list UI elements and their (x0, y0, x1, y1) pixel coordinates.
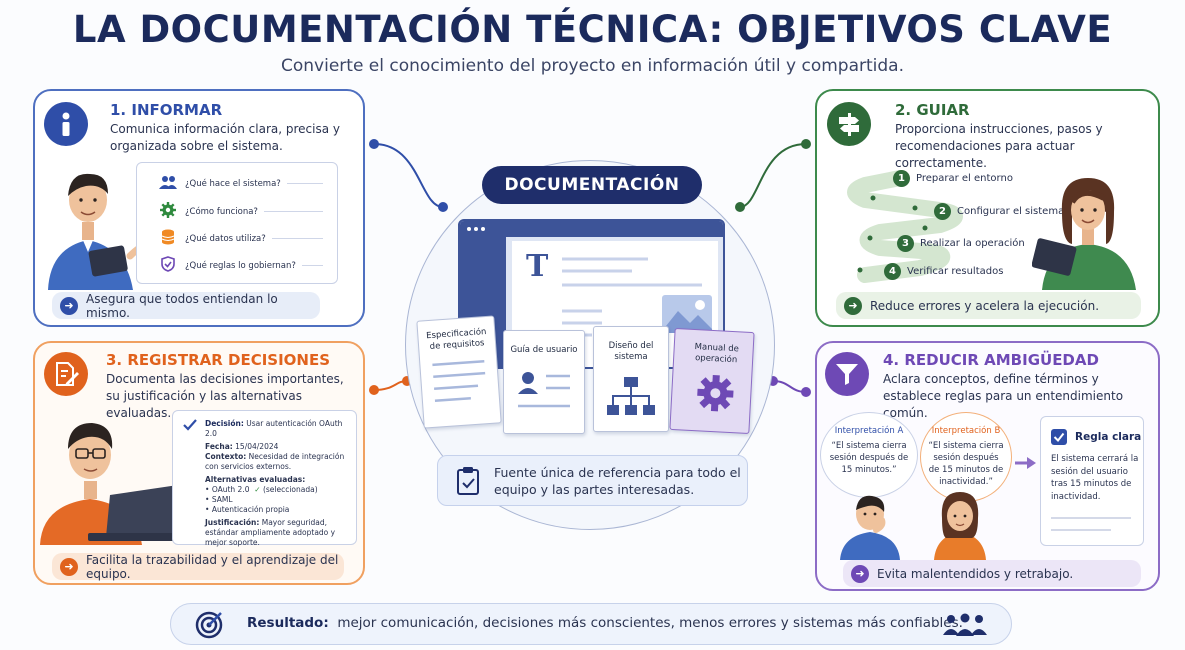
question-row: ¿Qué datos utiliza? (137, 229, 337, 248)
person-with-tablet-illustration (1032, 178, 1136, 290)
alternative-item: • Autenticación propia (205, 505, 290, 514)
person-at-laptop-illustration (40, 423, 188, 545)
interpretation-a-bubble: Interpretación A “El sistema cierra sesi… (820, 412, 918, 498)
alternative-item: • SAML (205, 495, 233, 504)
check-icon: ✓ (254, 485, 261, 494)
clear-rule-panel: Regla clara El sistema cerrará la sesión… (1040, 416, 1144, 546)
gear-icon (157, 202, 179, 221)
window-dots-icon (467, 227, 485, 231)
users-icon (157, 175, 179, 192)
decision-record: Decisión: Usar autenticación OAuth 2.0 F… (172, 410, 357, 547)
shield-icon (157, 256, 179, 275)
gear-icon (697, 375, 734, 412)
arrow-right-icon: ➜ (844, 296, 862, 315)
questions-panel: ¿Qué hace el sistema? ¿Cómo funciona? ¿Q… (136, 162, 338, 284)
user-icon (518, 372, 570, 408)
page-subtitle: Convierte el conocimiento del proyecto e… (281, 56, 904, 76)
reference-note: Fuente única de referencia para todo el … (437, 455, 748, 506)
image-icon (662, 295, 712, 333)
interpretation-b-bubble: Interpretación B “El sistema cierra sesi… (920, 412, 1012, 502)
document-guia-usuario: Guía de usuario (503, 330, 585, 434)
document-edit-icon (44, 352, 88, 396)
result-banner: Resultado: mejor comunicación, decisione… (170, 603, 1012, 645)
hierarchy-icon (607, 377, 655, 415)
registrar-description: Documenta las decisiones importantes, su… (106, 372, 344, 420)
checkbox-icon (1051, 429, 1067, 445)
check-icon (183, 419, 197, 431)
clipboard-check-icon (457, 467, 479, 495)
informar-footer: ➜ Asegura que todos entiendan lo mismo. (52, 292, 320, 320)
target-icon (195, 611, 223, 639)
guiar-title: 2. GUIAR (895, 101, 970, 119)
document-diseno-sistema: Diseño del sistema (593, 326, 669, 432)
result-label: Resultado: (247, 615, 329, 631)
database-icon (157, 229, 179, 248)
people-thinking-illustration (840, 492, 986, 560)
guiar-footer: ➜ Reduce errores y acelera la ejecución. (836, 292, 1141, 319)
guiar-description: Proporciona instrucciones, pasos y recom… (895, 122, 1103, 170)
info-icon (44, 102, 88, 146)
question-row: ¿Qué reglas lo gobiernan? (137, 256, 337, 275)
arrow-right-icon (1015, 457, 1036, 469)
reducir-description: Aclara conceptos, define términos y esta… (883, 372, 1124, 420)
page-title: LA DOCUMENTACIÓN TÉCNICA: OBJETIVOS CLAV… (72, 8, 1113, 51)
text-format-icon: T (526, 249, 549, 284)
reducir-footer: ➜ Evita malentendidos y retrabajo. (843, 560, 1141, 587)
documentation-label: DOCUMENTACIÓN (482, 166, 702, 204)
registrar-title: 3. REGISTRAR DECISIONES (106, 351, 331, 369)
winding-path-illustration (847, 170, 963, 283)
reducir-title: 4. REDUCIR AMBIGÜEDAD (883, 351, 1099, 369)
registrar-footer: ➜ Facilita la trazabilidad y el aprendiz… (52, 553, 344, 581)
funnel-icon (825, 352, 869, 396)
question-row: ¿Qué hace el sistema? (137, 175, 337, 192)
arrow-right-icon: ➜ (60, 296, 78, 315)
team-icon (943, 613, 987, 636)
result-text: mejor comunicación, decisiones más consc… (337, 615, 963, 631)
document-requisitos: Especificación de requisitos (416, 315, 502, 429)
person-with-tablet-illustration (48, 173, 148, 290)
question-row: ¿Cómo funciona? (137, 202, 337, 221)
arrow-right-icon: ➜ (60, 557, 78, 576)
informar-description: Comunica información clara, precisa y or… (110, 122, 341, 153)
informar-title: 1. INFORMAR (110, 101, 223, 119)
signpost-icon (827, 102, 871, 146)
arrow-right-icon: ➜ (851, 564, 869, 583)
document-manual-operacion: Manual de operación (669, 327, 755, 435)
alternative-item: • OAuth 2.0 ✓ (seleccionada) (205, 485, 318, 494)
